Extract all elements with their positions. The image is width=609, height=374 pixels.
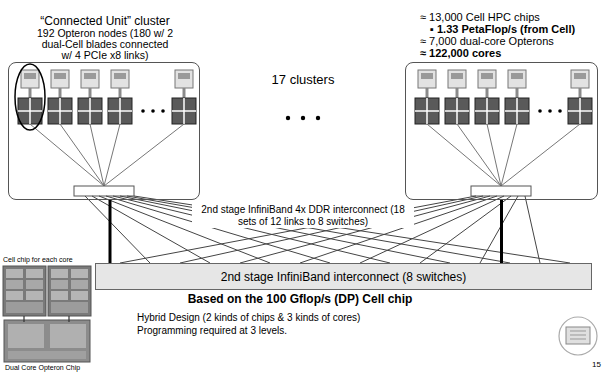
infiniband-links: [85, 196, 570, 263]
cluster-heading: “Connected Unit” cluster192 Opteron node…: [35, 15, 175, 61]
chip-note: Based on the 100 Gflop/s (DP) Cell chip: [188, 292, 413, 306]
node-switch-wires: [30, 124, 580, 186]
photo-caption: Cell chip for each core: [3, 256, 73, 264]
heading-text: ▪ 1.33 PetaFlop/s (from Cell): [420, 23, 600, 35]
cluster-count: 17 clusters: [272, 72, 335, 87]
compute-node: [475, 70, 499, 124]
band-text: 2nd stage InfiniBand interconnect (8 swi…: [221, 270, 466, 284]
cell-chip-photo: [48, 266, 91, 316]
heading-text: “Connected Unit” cluster: [35, 15, 175, 28]
cluster-box: “Connected Unit” cluster192 Opteron node…: [8, 62, 200, 200]
heading-text: ≈ 122,000 cores: [420, 47, 600, 59]
design-note: Hybrid Design (2 kinds of chips & 3 kind…: [137, 312, 360, 324]
compute-node: [505, 70, 529, 124]
link-line: [109, 200, 112, 263]
link-note: 2nd stage InfiniBand 4x DDR interconnect…: [192, 204, 414, 228]
ellipsis-dots: [141, 109, 562, 120]
opteron-chip-photo: [4, 320, 90, 362]
cluster-box: ≈ 13,000 Cell HPC chips▪ 1.33 PetaFlop/s…: [405, 62, 598, 200]
switch-symbol: [471, 186, 531, 196]
interconnect-band: 2nd stage InfiniBand interconnect (8 swi…: [95, 263, 592, 290]
heading-text: 192 Opteron nodes (180 w/ 2 dual-Cell bl…: [35, 28, 175, 61]
photo-pointer: [24, 316, 69, 322]
highlight-oval: [15, 64, 45, 130]
compute-node: [108, 70, 132, 124]
cell-chip-photo: [3, 266, 46, 316]
design-note: Programming required at 3 levels.: [137, 325, 287, 337]
page-number: 15: [592, 360, 601, 370]
heading-text: ≈ 13,000 Cell HPC chips: [420, 11, 600, 23]
compute-node: [18, 70, 42, 124]
compute-node: [568, 70, 592, 124]
compute-node: [445, 70, 469, 124]
photo-caption: Dual Core Opteron Chip: [2, 364, 83, 372]
compute-node: [415, 70, 439, 124]
cluster-heading: ≈ 13,000 Cell HPC chips▪ 1.33 PetaFlop/s…: [420, 11, 600, 59]
link-line: [500, 200, 503, 263]
compute-node: [172, 70, 196, 124]
compute-node: [48, 70, 72, 124]
compute-nodes: [18, 70, 592, 124]
logo-icon: [559, 317, 597, 355]
switch-symbol: [74, 186, 134, 196]
compute-node: [78, 70, 102, 124]
heading-text: ≈ 7,000 dual-core Opterons: [420, 35, 600, 47]
